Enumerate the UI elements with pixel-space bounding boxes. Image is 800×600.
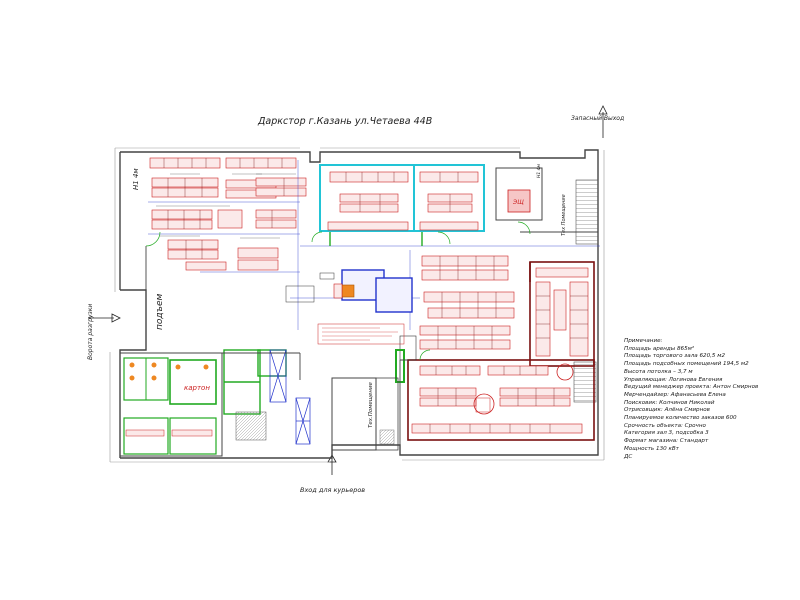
door-swings: [145, 221, 531, 361]
note-line: Ведущий менеджер проекта: Антон Смирнов: [624, 384, 759, 391]
note-line: Площадь аренды 865м²: [624, 345, 695, 352]
note-line: Мерчендайзер: Афанасьева Елена: [624, 391, 726, 398]
hatched-area: [235, 411, 267, 441]
shelving-middle: [419, 255, 515, 350]
note-line: Мощность 130 кВт: [624, 445, 679, 452]
tech-room-top-right: ЭЩ: [495, 167, 543, 221]
interior-walls: [145, 231, 598, 445]
tech-room-label: Тех.Помещение: [368, 381, 374, 428]
ramp-label: подъем: [155, 293, 165, 330]
emergency-exit-label: Запасный Выход: [571, 115, 624, 122]
green-zone-center: [223, 232, 423, 415]
note-line: Площадь торгового зала 620,5 м2: [624, 353, 726, 360]
building-context: [109, 147, 605, 463]
note-line: ДС: [624, 453, 633, 460]
tech-room-center: Тех.Помещение: [331, 377, 399, 451]
pallet-grid: [269, 349, 311, 445]
note-line: Планируемое количество заказов 600: [624, 415, 737, 422]
note-line: Срочность объекта: Срочно: [624, 422, 706, 429]
loading-gate-arrow: [88, 313, 121, 323]
door-label-top: H1 4м: [132, 168, 140, 190]
emergency-exit-arrow: [598, 105, 608, 138]
right-storage-zone: [529, 261, 595, 381]
shelf-dividers-top-left: [163, 158, 285, 259]
shelving-top-left: [149, 157, 307, 271]
note-line: Категория зал 3, подсобка 3: [624, 430, 709, 437]
room-label-esch: ЭЩ: [512, 199, 524, 206]
bottom-right-hall: [407, 359, 595, 441]
shelf-dividers-middle: [437, 256, 497, 349]
note-line: Поисковик: Колчинов Николай: [624, 399, 715, 406]
note-line: Управляющая: Логинова Евгения: [624, 376, 723, 383]
stairs-mid: [573, 361, 597, 403]
bottom-left-rooms: картон: [119, 352, 223, 457]
cyan-zone: [319, 164, 485, 232]
note-line: Примечание:: [624, 338, 663, 344]
carton-label: картон: [184, 384, 210, 392]
note-line: Площадь подсобных помещений 194,5 м2: [624, 361, 749, 368]
project-notes: Примечание: Площадь аренды 865м² Площадь…: [624, 338, 794, 461]
plan-title: Даркстор г.Казань ул.Четаева 44В: [257, 116, 432, 127]
note-line: Высота потолка – 3,7 м: [624, 368, 693, 375]
stairs-top-right: [575, 179, 599, 245]
door-label-right: H1 4м: [536, 163, 542, 178]
center-equipment: [285, 269, 417, 361]
tech-room-right-label: Тех Помещение: [561, 194, 567, 236]
loading-gate-label: Ворота разгрузки: [87, 304, 94, 360]
annotation-marks: [156, 173, 296, 239]
couriers-entrance-label: Вход для курьеров: [300, 486, 365, 494]
red-notes: [317, 323, 405, 345]
note-line: Формат магазина: Стандарт: [624, 438, 709, 445]
note-line: Отрисовщик: Алёна Смирнов: [624, 407, 710, 414]
